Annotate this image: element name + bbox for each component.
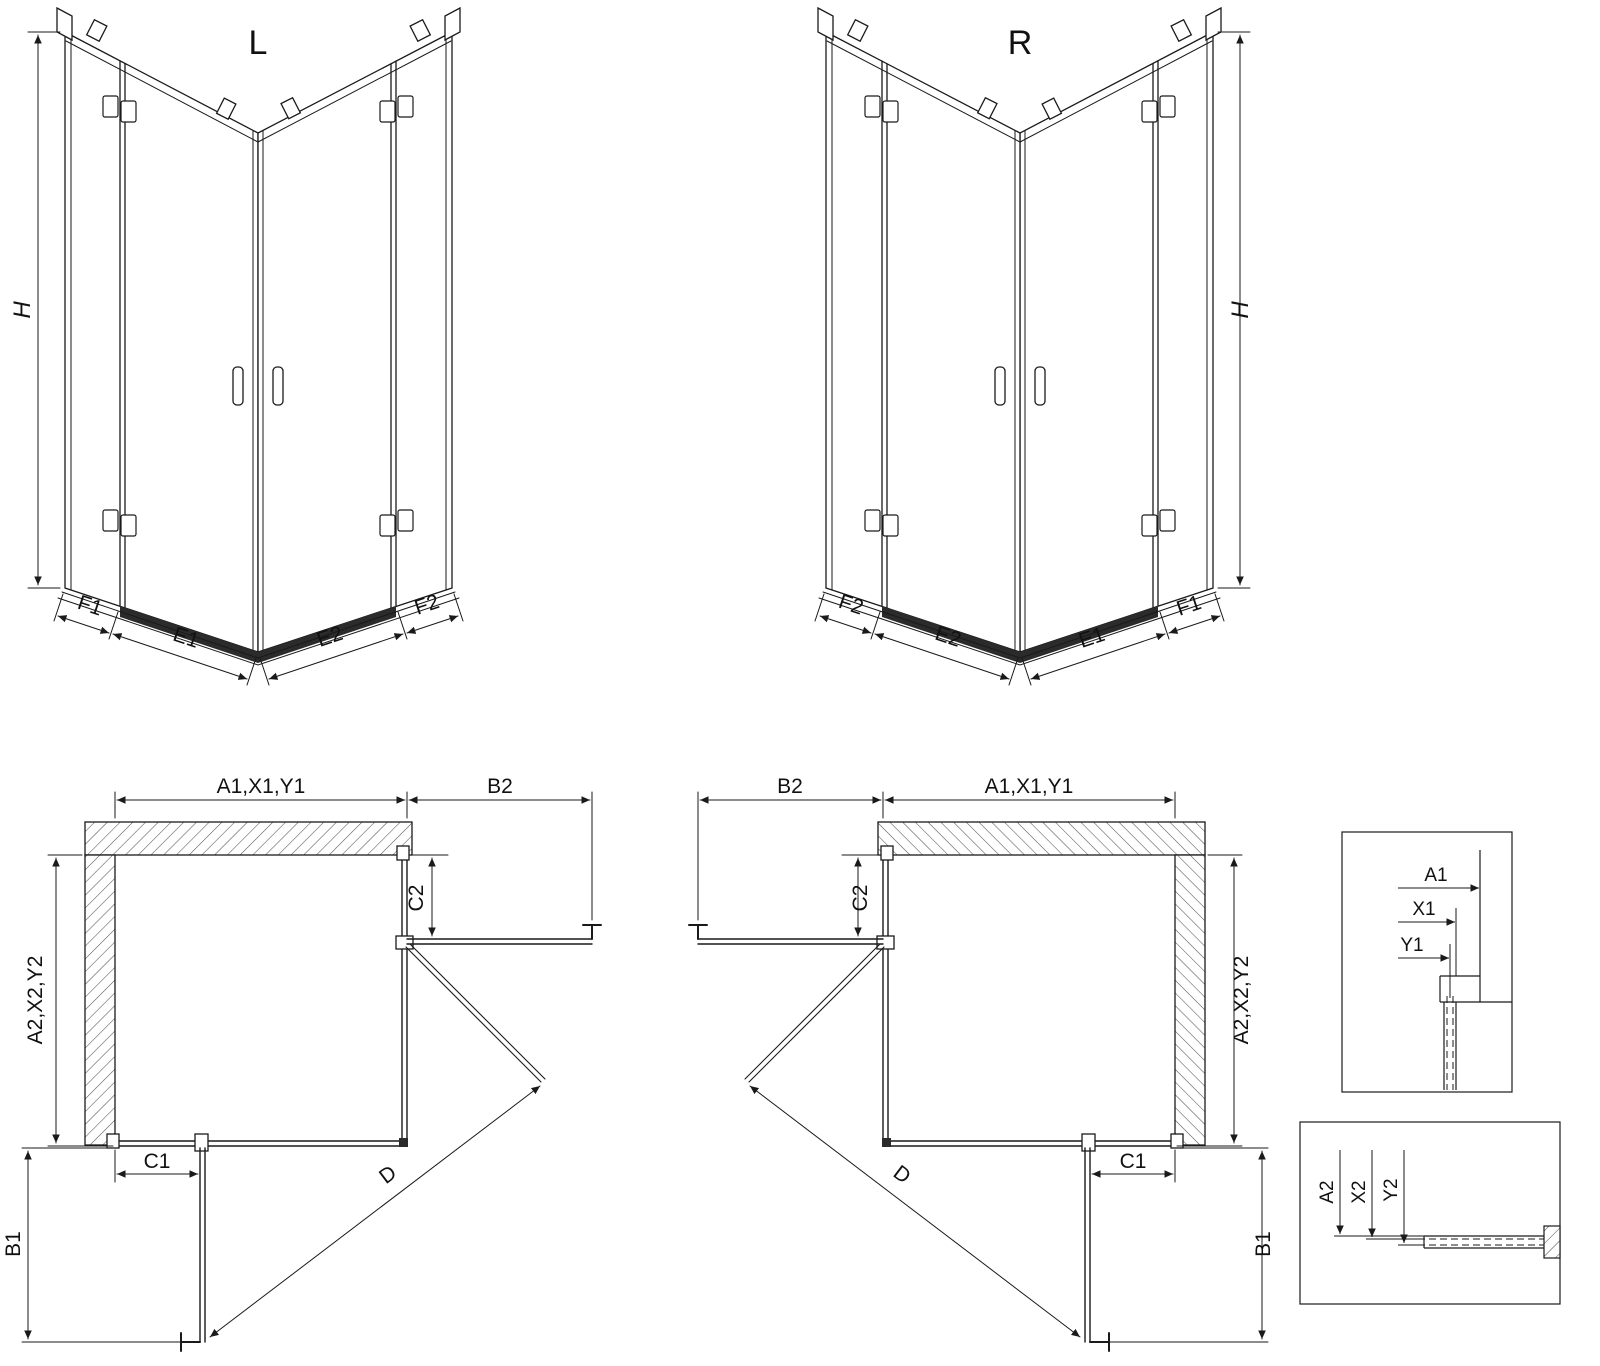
dim-label-a1-detail: A1	[1424, 865, 1447, 886]
detail-top-glass-centerline	[1446, 996, 1454, 1090]
detail-box-a2x2y2: A2 X2 Y2	[1299, 1121, 1561, 1305]
dim-label-a1x1y1-left: A1,X1,Y1	[217, 775, 306, 798]
dim-label-c2-left: C2	[405, 885, 428, 912]
detail-top-glass	[1443, 1002, 1457, 1090]
detail-top-profile	[1439, 975, 1480, 1003]
dim-label-h-right: H	[1227, 301, 1254, 319]
dim-label-a1x1y1-right: A1,X1,Y1	[985, 775, 1074, 798]
iso-view-right: R H F2 E2 E1 F1	[815, 8, 1254, 685]
dim-label-b2-left: B2	[487, 775, 513, 798]
dim-label-c1-left: C1	[144, 1150, 171, 1173]
dim-label-c1-right: C1	[1120, 1150, 1147, 1173]
detail-box-a1x1y1: A1 X1 Y1	[1341, 831, 1513, 1093]
dim-label-d-left: D	[375, 1161, 401, 1188]
dim-label-y1-detail: Y1	[1400, 935, 1423, 956]
detail-top-frame	[1341, 831, 1513, 1093]
detail-bottom-glass-centerline	[1418, 1238, 1544, 1246]
dim-label-c2-right: C2	[849, 885, 872, 912]
dim-label-d-right: D	[889, 1161, 915, 1188]
detail-bottom-glass	[1423, 1235, 1544, 1249]
detail-bottom-dimensions	[1334, 1150, 1424, 1246]
dim-label-a2-detail: A2	[1317, 1180, 1338, 1203]
dim-label-a2x2y2-right: A2,X2,Y2	[1230, 956, 1253, 1045]
plan-left-geometry	[22, 792, 601, 1351]
detail-bottom-wall	[1543, 1225, 1561, 1259]
dim-label-x1-detail: X1	[1412, 899, 1435, 920]
detail-top-wall	[1479, 850, 1512, 1003]
dim-label-b1-right: B1	[1252, 1231, 1275, 1257]
dim-label-b1-left: B1	[2, 1231, 25, 1257]
detail-bottom-frame	[1299, 1121, 1561, 1305]
dim-label-b2-right: B2	[777, 775, 803, 798]
dim-label-y2-detail: Y2	[1381, 1178, 1402, 1201]
dim-label-x2-detail: X2	[1349, 1180, 1370, 1203]
plan-right-geometry	[689, 792, 1268, 1351]
variant-label-left: L	[249, 24, 268, 62]
detail-top-dimensions	[1398, 884, 1479, 998]
iso-view-left: L H F1 E1 E2 F2	[9, 8, 463, 685]
variant-label-right: R	[1008, 24, 1033, 62]
dim-label-a2x2y2-left: A2,X2,Y2	[24, 956, 47, 1045]
iso-left-geometry	[28, 8, 463, 685]
iso-right-geometry	[815, 8, 1250, 685]
plan-view-right: A1,X1,Y1 B2 C2 A2,X2,Y2 C1 B1 D	[689, 775, 1275, 1351]
dim-label-h-left: H	[9, 301, 36, 319]
plan-view-left: A1,X1,Y1 B2 C2 A2,X2,Y2 C1 B1 D	[2, 775, 601, 1351]
